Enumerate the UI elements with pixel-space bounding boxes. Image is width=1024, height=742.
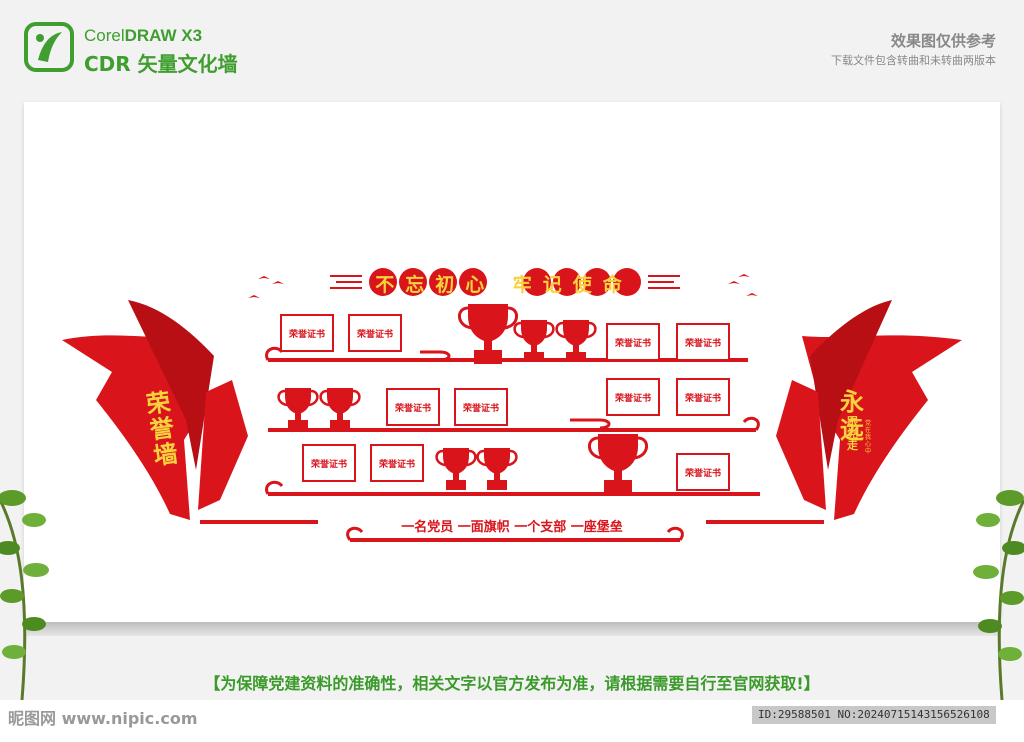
brand-subtitle: CDR 矢量文化墙 bbox=[84, 52, 238, 76]
bird-icon bbox=[728, 281, 740, 284]
certificate-frame: 荣誉证书 bbox=[606, 323, 660, 361]
preview-note: 效果图仅供参考 bbox=[890, 32, 996, 50]
trophy-icon bbox=[457, 302, 519, 366]
shelf-bottom bbox=[265, 480, 760, 496]
trophy-icon bbox=[513, 318, 555, 364]
headline-text: 不忘初心 牢记使命 bbox=[375, 274, 633, 296]
certificate-frame: 荣誉证书 bbox=[676, 378, 730, 416]
right-flag-title: 永远 bbox=[840, 387, 864, 444]
bird-icon bbox=[272, 281, 284, 284]
trophy-icon bbox=[277, 386, 319, 432]
right-flag-subtitle: 跟党走 bbox=[847, 415, 858, 452]
trophy-icon bbox=[555, 318, 597, 364]
certificate-frame: 荣誉证书 bbox=[676, 453, 730, 491]
certificate-frame: 荣誉证书 bbox=[348, 314, 402, 352]
bird-icon bbox=[258, 276, 270, 279]
certificate-frame: 荣誉证书 bbox=[302, 444, 356, 482]
brand-corel: Corel bbox=[84, 26, 125, 45]
certificate-frame: 荣誉证书 bbox=[280, 314, 334, 352]
slogan-text: 一名党员 一面旗帜 一个支部 一座堡垒 bbox=[401, 520, 623, 535]
headline-badges bbox=[369, 268, 641, 296]
right-flag bbox=[776, 300, 962, 520]
headline-ornament-left bbox=[330, 275, 362, 289]
disclaimer-notice: 【为保障党建资料的准确性，相关文字以官方发布为准，请根据需要自行至官网获取!】 bbox=[204, 674, 820, 693]
download-note: 下载文件包含转曲和未转曲两版本 bbox=[831, 54, 996, 67]
certificate-frame: 荣誉证书 bbox=[454, 388, 508, 426]
bird-icon bbox=[738, 274, 750, 277]
plant-right bbox=[973, 490, 1024, 701]
trophy-icon bbox=[319, 386, 361, 432]
headline-ornament-right bbox=[648, 275, 680, 289]
certificate-frame: 荣誉证书 bbox=[676, 323, 730, 361]
right-flag-caption: 党在我心中 bbox=[865, 420, 872, 455]
plant-left bbox=[0, 490, 49, 701]
coreldraw-logo-icon bbox=[24, 22, 74, 72]
certificate-frame: 荣誉证书 bbox=[606, 378, 660, 416]
left-flag bbox=[62, 300, 248, 520]
base-cloud-lines bbox=[200, 520, 824, 542]
brand-name: CorelDRAW X3 bbox=[84, 26, 202, 46]
floor-strip bbox=[24, 622, 1000, 636]
trophy-icon bbox=[476, 446, 518, 492]
trophy-icon bbox=[435, 446, 477, 492]
image-id-label: ID:29588501 NO:20240715143156526108 bbox=[752, 706, 996, 724]
certificate-frame: 荣誉证书 bbox=[370, 444, 424, 482]
trophy-icon bbox=[587, 432, 649, 496]
brand-draw: DRAW X3 bbox=[124, 26, 203, 45]
site-watermark: 昵图网 www.nipic.com bbox=[8, 709, 198, 728]
certificate-frame: 荣誉证书 bbox=[386, 388, 440, 426]
bird-icon bbox=[248, 295, 260, 298]
bird-icon bbox=[746, 293, 758, 296]
